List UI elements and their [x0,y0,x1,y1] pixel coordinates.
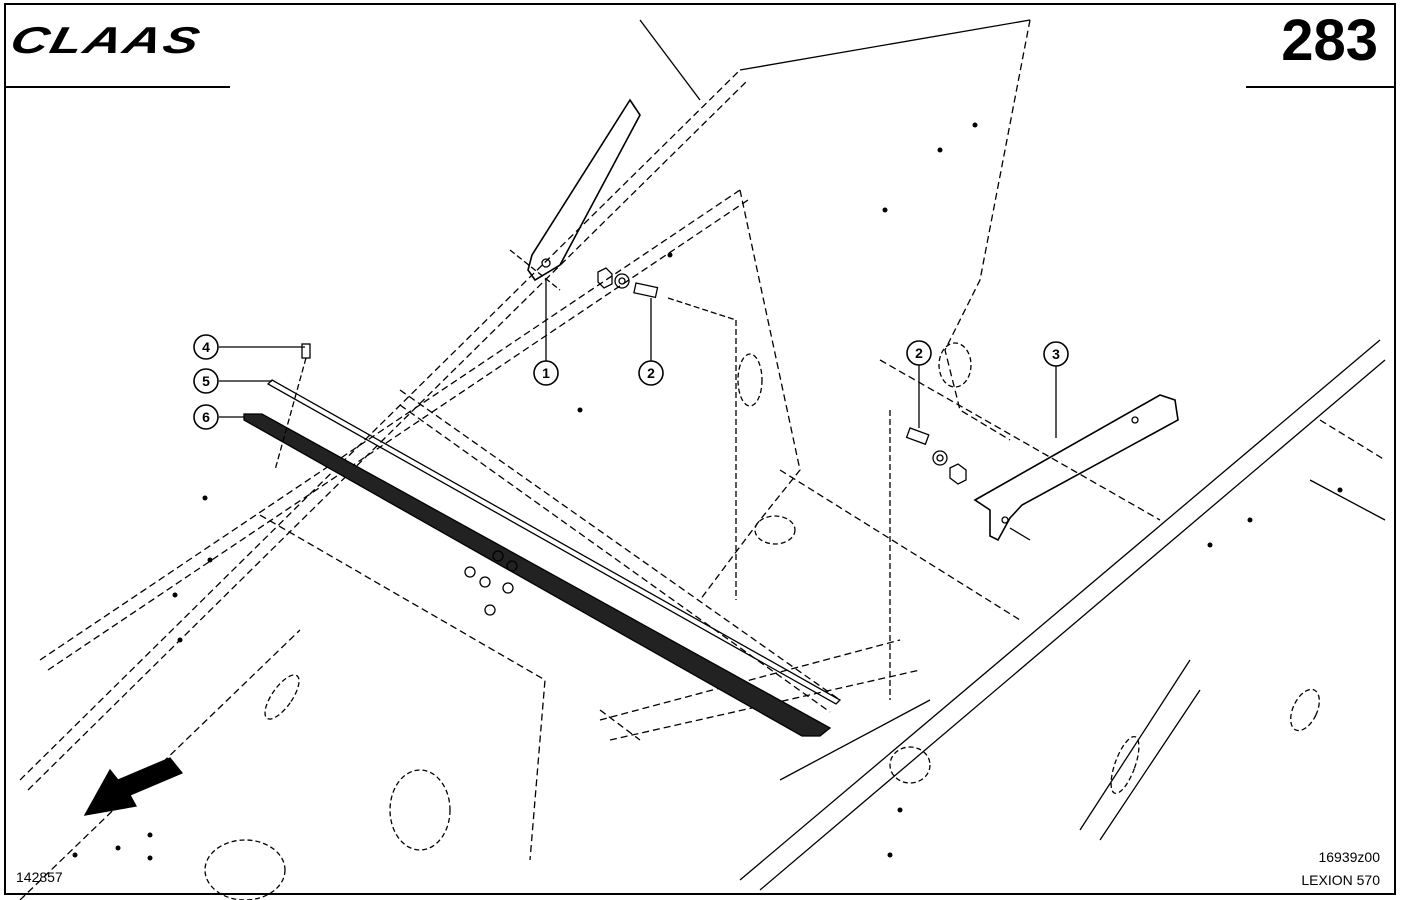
page-frame [4,3,1396,895]
callout-2-left: 2 [638,360,664,386]
model-name: LEXION 570 [1301,872,1380,888]
callout-label: 3 [1052,346,1060,362]
callout-label: 6 [202,409,210,425]
rubber-strip-part-6 [243,413,832,737]
header-rule-left [4,86,230,88]
frame-rail-dashed [19,69,1386,900]
strip-part-5 [266,379,842,705]
callout-1: 1 [533,360,559,386]
callout-group: 1 2 3 2 4 5 6 [193,334,1069,430]
callout-label: 1 [542,365,550,381]
bracket-part-3 [973,394,1179,542]
callout-label: 5 [202,373,210,389]
callout-6: 6 [193,404,219,430]
header-rule-right [1246,86,1396,88]
callout-5: 5 [193,368,219,394]
callout-label: 4 [202,339,210,355]
callout-3: 3 [1043,341,1069,367]
bracket-part-1 [527,98,641,282]
page-number: 283 [1281,8,1378,73]
callout-label: 2 [647,365,655,381]
frame-solid [639,19,1386,891]
callout-2-right: 2 [906,340,932,366]
direction-arrow [83,757,184,816]
nut-cluster [464,550,518,616]
callout-label: 2 [915,345,923,361]
document-number: 142857 [16,869,63,885]
figure-code: 16939z00 [1318,849,1380,865]
callout-4: 4 [193,334,219,360]
